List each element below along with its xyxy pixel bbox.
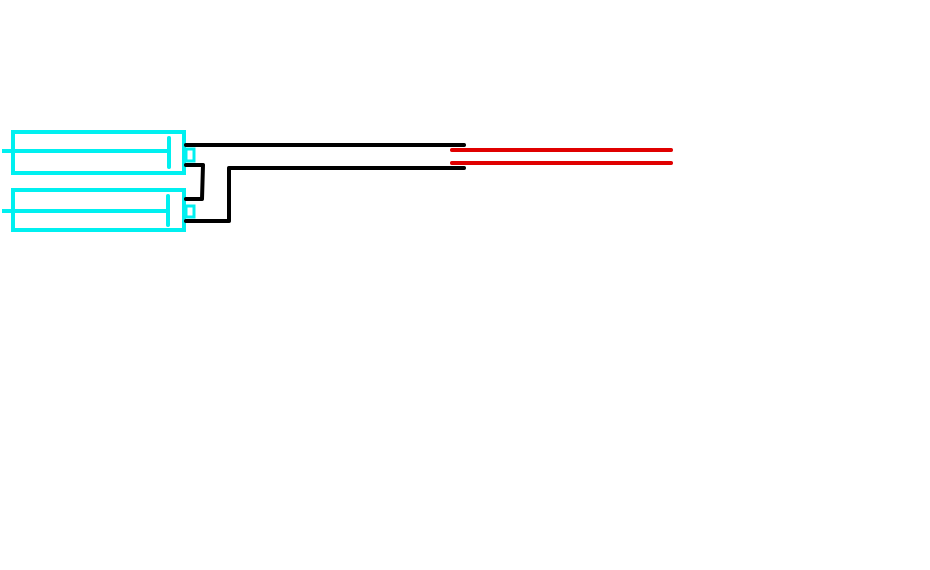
series-bridge — [184, 163, 205, 201]
battery-bottom — [2, 188, 196, 232]
lead-negative — [184, 166, 466, 223]
battery-terminal — [184, 147, 196, 163]
red-lead-pair — [450, 148, 673, 165]
battery-terminal — [184, 204, 196, 219]
battery-top — [2, 130, 196, 175]
